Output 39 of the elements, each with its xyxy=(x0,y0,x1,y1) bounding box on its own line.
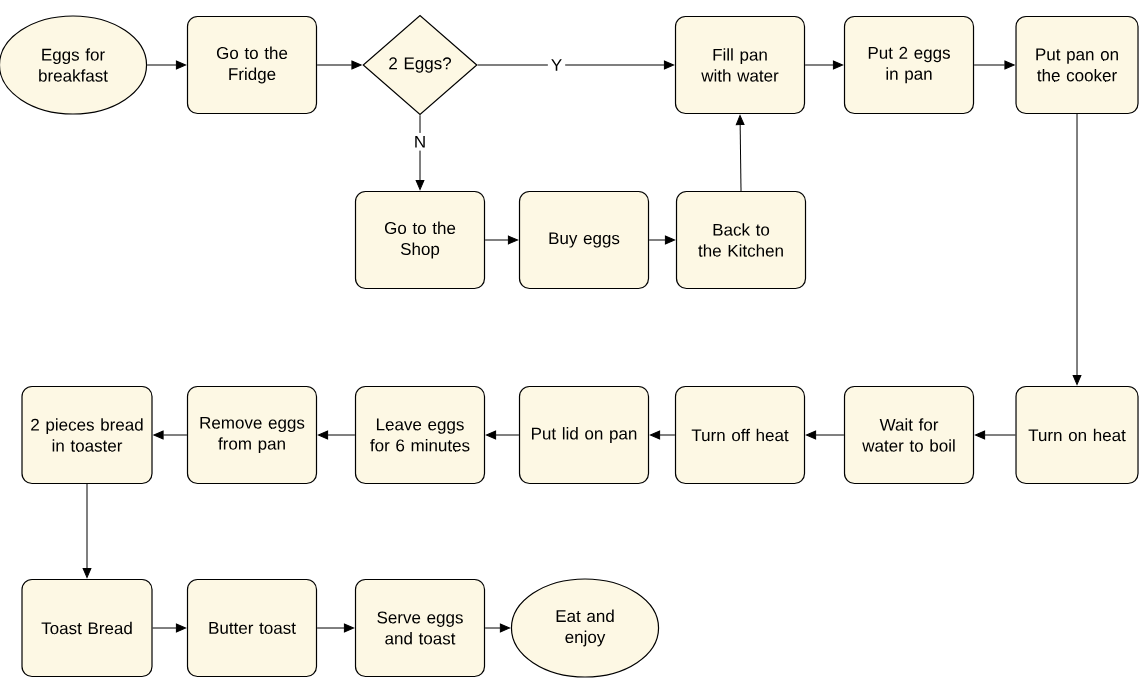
arrow xyxy=(485,430,520,440)
process-box: Remove eggs from pan xyxy=(186,385,318,485)
process-box: Go to the Fridge xyxy=(186,15,318,115)
process-box: Leave eggs for 6 minutes xyxy=(354,385,486,485)
arrow xyxy=(146,60,187,70)
arrow xyxy=(477,60,675,70)
edge-label: Y xyxy=(547,56,566,74)
arrow xyxy=(484,623,511,633)
arrow xyxy=(316,623,355,633)
process-box: Serve eggs and toast xyxy=(354,578,486,678)
process-box: Fill pan with water xyxy=(674,15,806,115)
arrow xyxy=(649,430,676,440)
arrow xyxy=(484,235,519,245)
process-box: Put 2 eggs in pan xyxy=(843,15,975,115)
process-box: Go to the Shop xyxy=(354,190,486,290)
arrow xyxy=(804,60,844,70)
arrow xyxy=(415,114,425,191)
process-box: Turn off heat xyxy=(674,385,806,485)
process-box: 2 pieces bread in toaster xyxy=(21,385,153,485)
process-box: Toast Bread xyxy=(21,578,153,678)
process-box: Back to the Kitchen xyxy=(675,190,807,290)
edge-label: N xyxy=(410,132,430,151)
arrow xyxy=(153,430,188,440)
process-box: Put lid on pan xyxy=(518,385,650,485)
process-box: Buy eggs xyxy=(518,190,650,290)
arrow xyxy=(973,60,1015,70)
process-box: Wait for water to boil xyxy=(843,385,975,485)
arrow xyxy=(317,430,356,440)
arrow xyxy=(648,235,676,245)
process-box: Butter toast xyxy=(186,578,318,678)
process-box: Put pan on the cooker xyxy=(1015,15,1139,115)
arrow xyxy=(316,60,362,70)
arrow xyxy=(735,114,745,192)
arrow xyxy=(974,430,1016,440)
process-box: Turn on heat xyxy=(1015,385,1139,485)
arrow xyxy=(152,623,187,633)
arrow xyxy=(1072,113,1082,386)
arrow xyxy=(805,430,845,440)
arrow xyxy=(82,483,92,579)
